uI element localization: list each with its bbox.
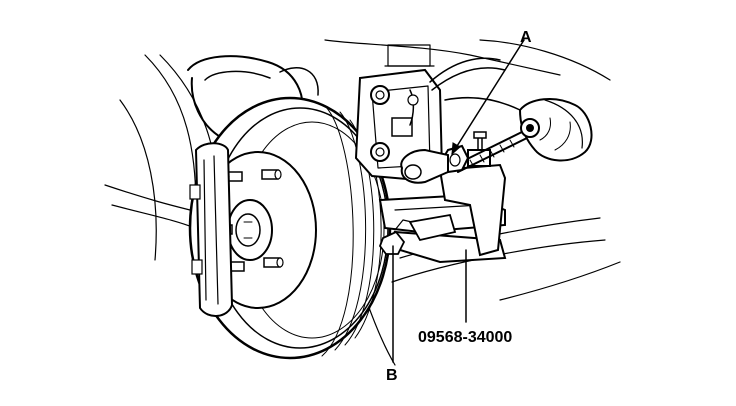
hand-with-wrench: [518, 98, 593, 162]
brake-caliper: [189, 142, 234, 317]
wheel-stud: [261, 169, 282, 180]
ball-joint-remover-tool: [378, 127, 534, 257]
callout-label-a: A: [520, 29, 532, 46]
callout-leader-a: [451, 39, 525, 156]
callout-label-b: B: [386, 367, 398, 384]
wheel-stud: [263, 257, 284, 268]
sensor-wire: [429, 57, 521, 111]
tool-number-label: 09568-34000: [418, 329, 512, 346]
